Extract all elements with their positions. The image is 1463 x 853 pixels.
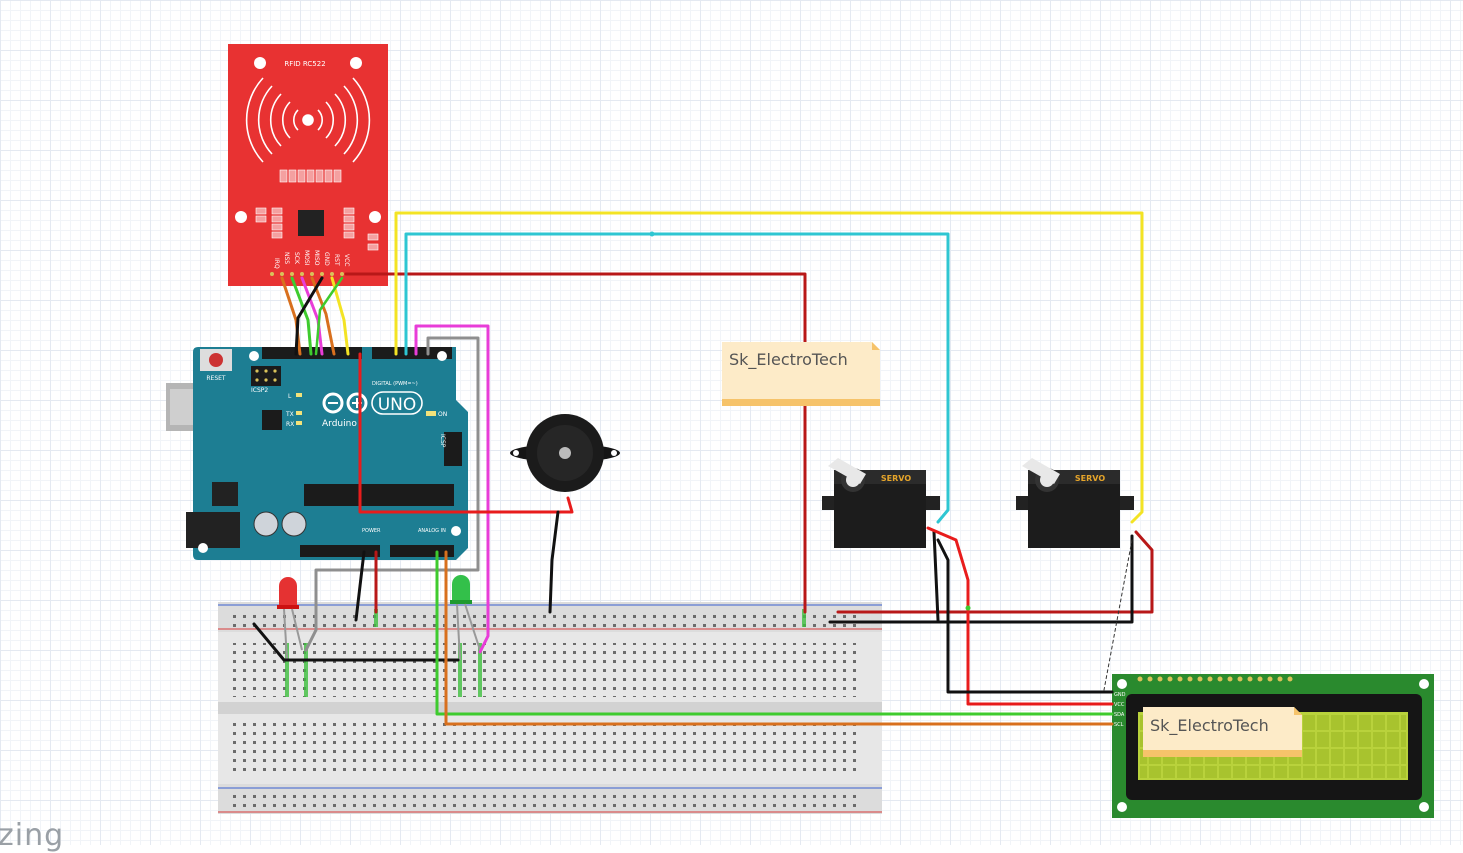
svg-text:MISO: MISO [313, 250, 320, 266]
lcd-header-pins [1137, 676, 1293, 682]
svg-text:SERVO: SERVO [881, 474, 911, 483]
fritzing-watermark: zing [0, 818, 65, 853]
svg-text:NSS: NSS [283, 252, 290, 264]
svg-text:UNO: UNO [378, 395, 417, 415]
svg-text:POWER: POWER [362, 528, 381, 534]
rfid-pin-labels: IRQ NSS SCK MOSI MISO GND RST VCC [273, 250, 350, 269]
svg-text:GND: GND [323, 252, 330, 266]
svg-text:ICSP2: ICSP2 [251, 387, 268, 394]
piezo-buzzer[interactable] [510, 414, 620, 492]
analog-header [390, 545, 454, 557]
svg-text:ANALOG IN: ANALOG IN [418, 528, 446, 534]
rfid-chip [298, 210, 324, 236]
microcontroller-chip [304, 484, 454, 506]
green-led[interactable] [450, 575, 481, 661]
svg-text:VCC: VCC [1114, 702, 1125, 708]
arduino-logo: UNO Arduino [322, 391, 423, 429]
svg-text:MOSI: MOSI [303, 250, 310, 266]
wires[interactable] [252, 211, 1154, 726]
rfid-antenna-icon [245, 77, 371, 163]
svg-text:SDA: SDA [1114, 712, 1125, 718]
svg-text:VCC: VCC [343, 254, 350, 266]
svg-text:ICSP: ICSP [439, 434, 446, 448]
svg-text:DIGITAL (PWM=~): DIGITAL (PWM=~) [372, 381, 418, 387]
svg-text:SCK: SCK [293, 252, 300, 265]
svg-text:RESET: RESET [206, 375, 226, 382]
note-sk-electrotech-1[interactable]: Sk_ElectroTech [722, 342, 880, 406]
power-jack [186, 512, 240, 548]
servo-motor-1[interactable]: SERVO [822, 458, 940, 548]
svg-text:Arduino: Arduino [322, 419, 357, 429]
rfid-title: RFID RC522 [284, 60, 325, 68]
svg-text:GND: GND [1114, 692, 1126, 698]
digital-header-right [372, 347, 452, 359]
svg-text:Sk_ElectroTech: Sk_ElectroTech [729, 350, 848, 370]
svg-text:TX: TX [285, 411, 294, 418]
arduino-uno[interactable]: RESET ICSP2 DIGITAL (PWM=~) UNO Arduino … [166, 347, 468, 560]
svg-text:SCL: SCL [1114, 722, 1124, 728]
rfid-module[interactable]: RFID RC522 IRQ NSS SCK MOSI [228, 44, 388, 286]
lcd-pin-labels: GND VCC SDA SCL [1114, 692, 1126, 728]
svg-text:RX: RX [286, 421, 294, 428]
svg-text:Sk_ElectroTech: Sk_ElectroTech [1150, 716, 1269, 736]
svg-text:SERVO: SERVO [1075, 474, 1105, 483]
servo-motor-2[interactable]: SERVO [1016, 458, 1134, 548]
svg-text:ON: ON [438, 411, 447, 418]
svg-text:RST: RST [333, 254, 340, 266]
svg-text:IRQ: IRQ [273, 258, 280, 269]
note-sk-electrotech-2[interactable]: Sk_ElectroTech [1143, 707, 1302, 757]
reset-button[interactable] [209, 353, 223, 367]
breadboard[interactable] [218, 602, 882, 814]
svg-text:L: L [288, 393, 292, 400]
power-header [300, 545, 380, 557]
red-led[interactable] [277, 577, 303, 661]
